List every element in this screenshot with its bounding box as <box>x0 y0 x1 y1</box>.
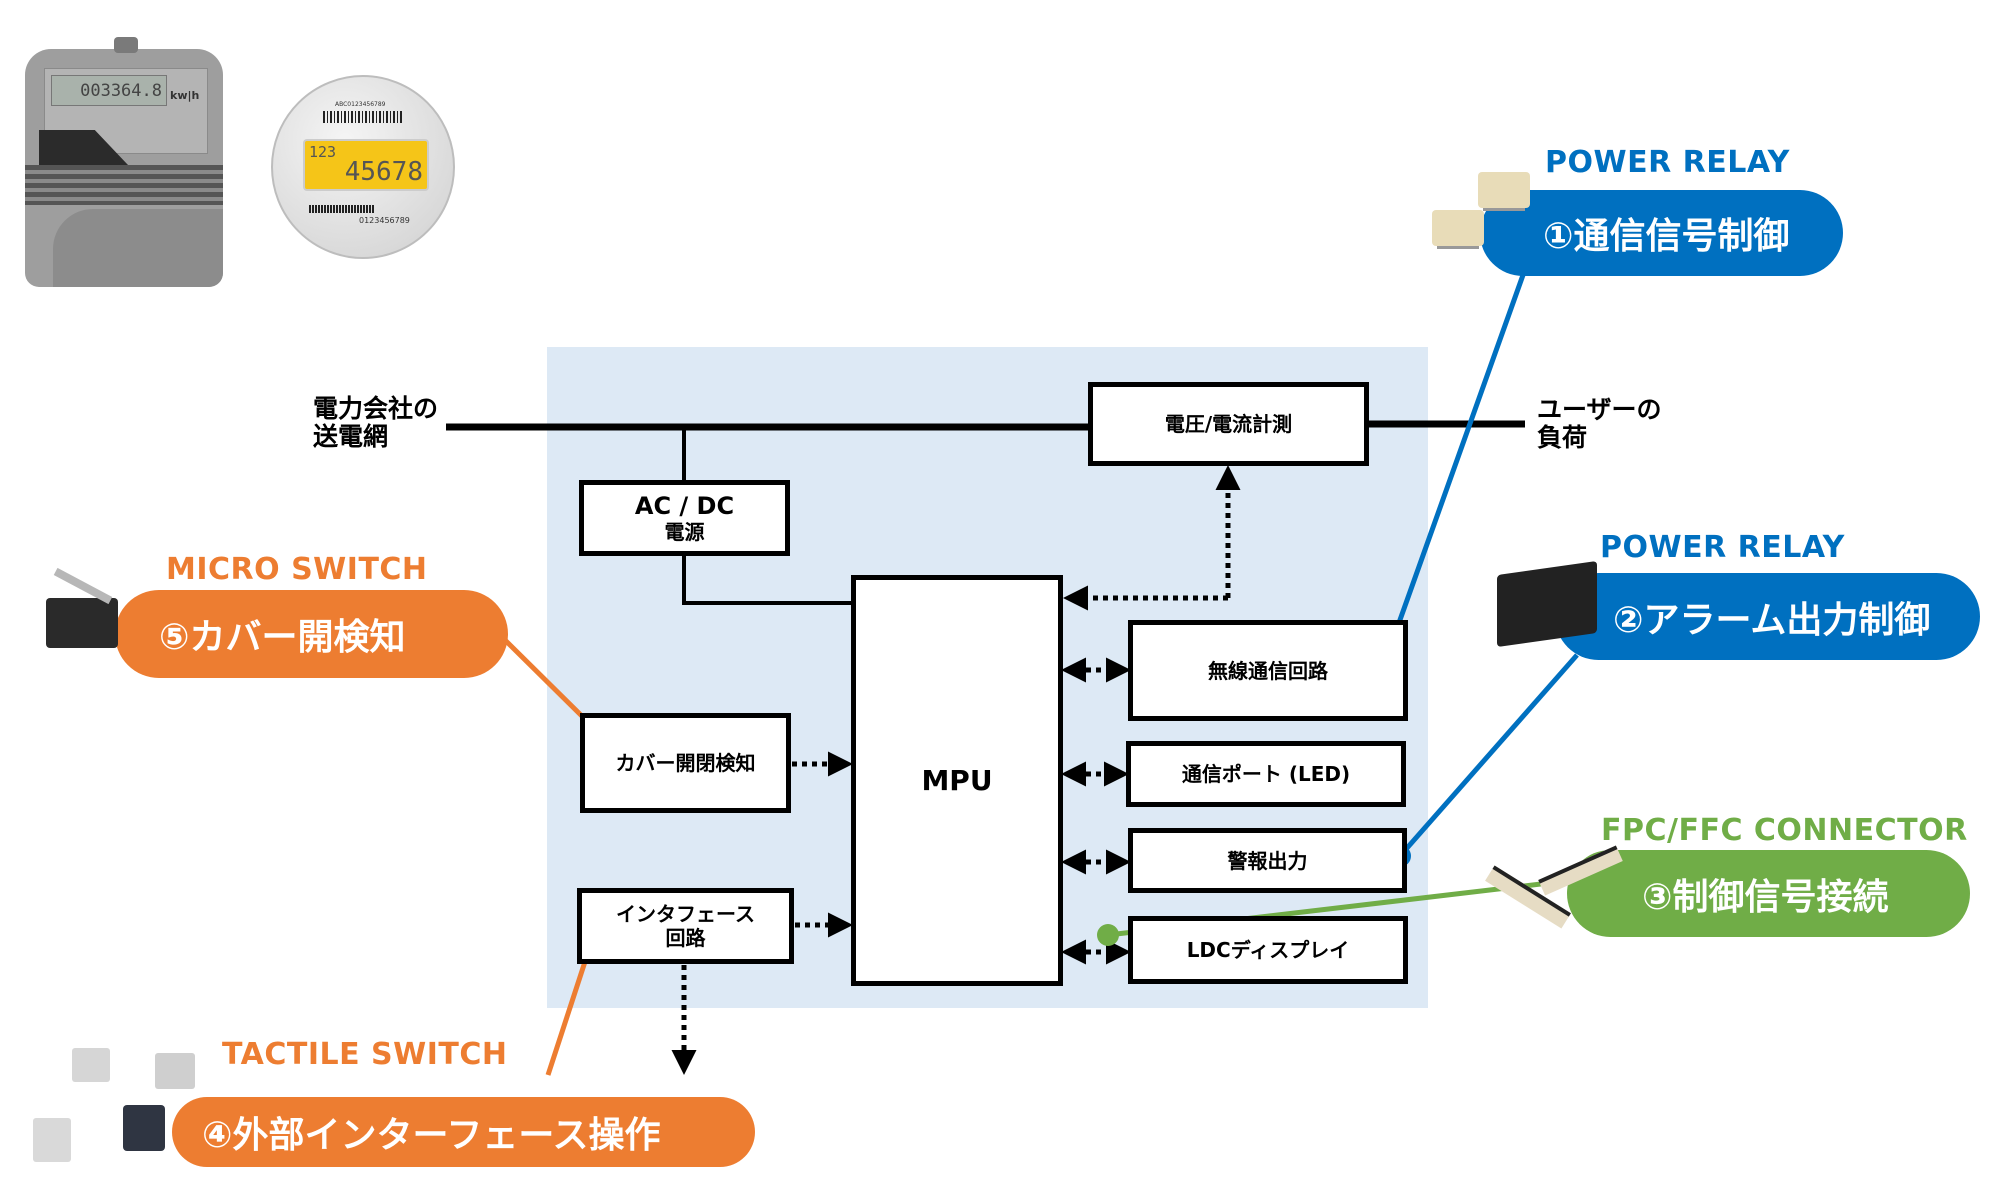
smart-meter-lcd: 123 45678 <box>303 139 429 191</box>
block-wireless-circuit: 無線通信回路 <box>1128 620 1408 721</box>
acdc-output-line <box>682 553 853 605</box>
barcode-icon <box>309 205 375 213</box>
block-lcd-display: LDCディスプレイ <box>1128 916 1408 984</box>
smart-meter-serial: 0123456789 <box>359 216 410 225</box>
callout-1-leader <box>1387 274 1526 649</box>
callout-1-pill[interactable]: ①通信信号制御 <box>1480 190 1843 276</box>
callout-5-leader <box>503 638 595 729</box>
analog-meter-reading: 003364.8 <box>80 80 162 101</box>
tactile-switch-icon <box>33 1118 71 1162</box>
callout-4-label: ④外部インターフェース操作 <box>202 1115 661 1156</box>
block-alarm-output: 警報出力 <box>1128 828 1407 893</box>
callout-5-category: MICRO SWITCH <box>166 552 428 587</box>
callout-3-dot <box>1097 924 1119 946</box>
smart-meter-line2: 45678 <box>344 157 423 187</box>
power-relay-large-icon <box>1497 560 1597 648</box>
callout-3-category: FPC/FFC CONNECTOR <box>1601 813 1968 848</box>
block-voltage-current-measurement: 電圧/電流計測 <box>1088 382 1369 466</box>
block-interface-circuit: インタフェース 回路 <box>577 888 794 964</box>
analog-meter-unit: kw|h <box>170 89 200 102</box>
block-acdc-power: AC / DC 電源 <box>579 480 790 556</box>
analog-meter-illustration: 003364.8 kw|h <box>25 37 223 287</box>
callout-5-label: ⑤カバー開検知 <box>159 617 406 658</box>
callout-3-label: ③制御信号接続 <box>1642 876 1889 918</box>
tactile-switch-icon <box>72 1048 110 1082</box>
micro-switch-icon <box>46 598 118 648</box>
barcode-icon <box>323 111 403 123</box>
callout-2-pill[interactable]: ②アラーム出力制御 <box>1555 573 1980 660</box>
callout-2-label: ②アラーム出力制御 <box>1613 599 1931 641</box>
grid-source-label: 電力会社の 送電網 <box>313 394 439 451</box>
callout-3-pill[interactable]: ③制御信号接続 <box>1567 850 1970 937</box>
smart-meter-top-code: ABC0123456789 <box>335 101 386 108</box>
smart-meter-illustration: ABC0123456789 123 45678 0123456789 <box>271 75 455 259</box>
callout-2-category: POWER RELAY <box>1600 530 1845 565</box>
analog-meter-lcd: 003364.8 <box>51 75 167 106</box>
grid-load-label: ユーザーの 負荷 <box>1537 395 1662 452</box>
callout-4-pill[interactable]: ④外部インターフェース操作 <box>172 1097 755 1167</box>
block-mpu: MPU <box>851 575 1063 986</box>
tactile-switch-icon <box>155 1053 195 1089</box>
callout-2-leader <box>1398 653 1579 858</box>
block-cover-detection: カバー開閉検知 <box>580 713 791 813</box>
power-relay-small-icon <box>1478 172 1530 208</box>
block-comm-port: 通信ポート (LED) <box>1126 741 1406 807</box>
callout-5-pill[interactable]: ⑤カバー開検知 <box>115 590 508 678</box>
tactile-switch-icon <box>123 1105 165 1151</box>
callout-1-label: ①通信信号制御 <box>1543 216 1790 257</box>
callout-4-category: TACTILE SWITCH <box>222 1037 508 1072</box>
callout-1-category: POWER RELAY <box>1545 145 1790 180</box>
power-relay-small-icon <box>1432 210 1484 246</box>
smart-meter-line1: 123 <box>309 143 337 161</box>
